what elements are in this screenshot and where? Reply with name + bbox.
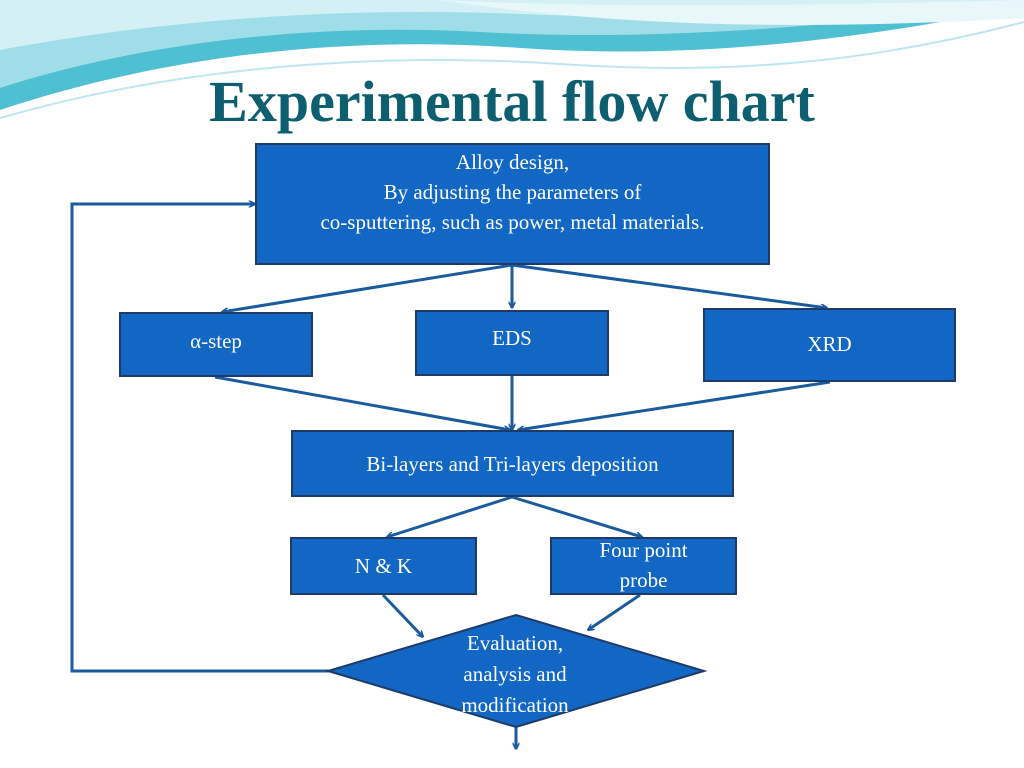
arrow-feedback-loop bbox=[70, 204, 330, 673]
node-alpha-step: α-step bbox=[119, 312, 313, 377]
node-eds: EDS bbox=[415, 310, 609, 376]
node-alloy-design-text: Alloy design, By adjusting the parameter… bbox=[320, 150, 705, 234]
arrow-xrd-to-deposition bbox=[518, 380, 831, 430]
node-four-point-probe-text: Four point probe bbox=[599, 538, 688, 592]
node-deposition-text: Bi-layers and Tri-layers deposition bbox=[366, 451, 659, 476]
node-four-point-probe: Four point probe bbox=[550, 537, 737, 595]
arrow-four-point-probe-to-evaluation bbox=[588, 593, 641, 630]
node-xrd: XRD bbox=[703, 308, 956, 382]
wave-highlight bbox=[440, 0, 1024, 25]
node-xrd-text: XRD bbox=[807, 332, 852, 356]
arrow-deposition-to-four-point-probe bbox=[511, 495, 642, 537]
node-evaluation-text: Evaluation, analysis and modification bbox=[461, 631, 569, 717]
node-eds-text: EDS bbox=[492, 326, 532, 350]
node-alloy-design: Alloy design, By adjusting the parameter… bbox=[255, 143, 770, 265]
arrow-deposition-to-nk bbox=[387, 495, 513, 537]
arrow-alloy-to-alpha-step bbox=[222, 263, 513, 312]
arrow-alpha-step-to-deposition bbox=[214, 375, 510, 430]
node-nk-text: N & K bbox=[354, 554, 413, 578]
wave-line bbox=[0, 21, 1024, 119]
arrow-alloy-to-xrd bbox=[511, 263, 827, 308]
node-deposition: Bi-layers and Tri-layers deposition bbox=[291, 430, 734, 497]
node-nk: N & K bbox=[290, 537, 477, 595]
slide-title: Experimental flow chart bbox=[209, 69, 815, 134]
evaluation-diamond-shape bbox=[324, 613, 708, 729]
arrow-nk-to-evaluation bbox=[381, 593, 423, 637]
node-alpha-step-text: α-step bbox=[190, 328, 242, 353]
